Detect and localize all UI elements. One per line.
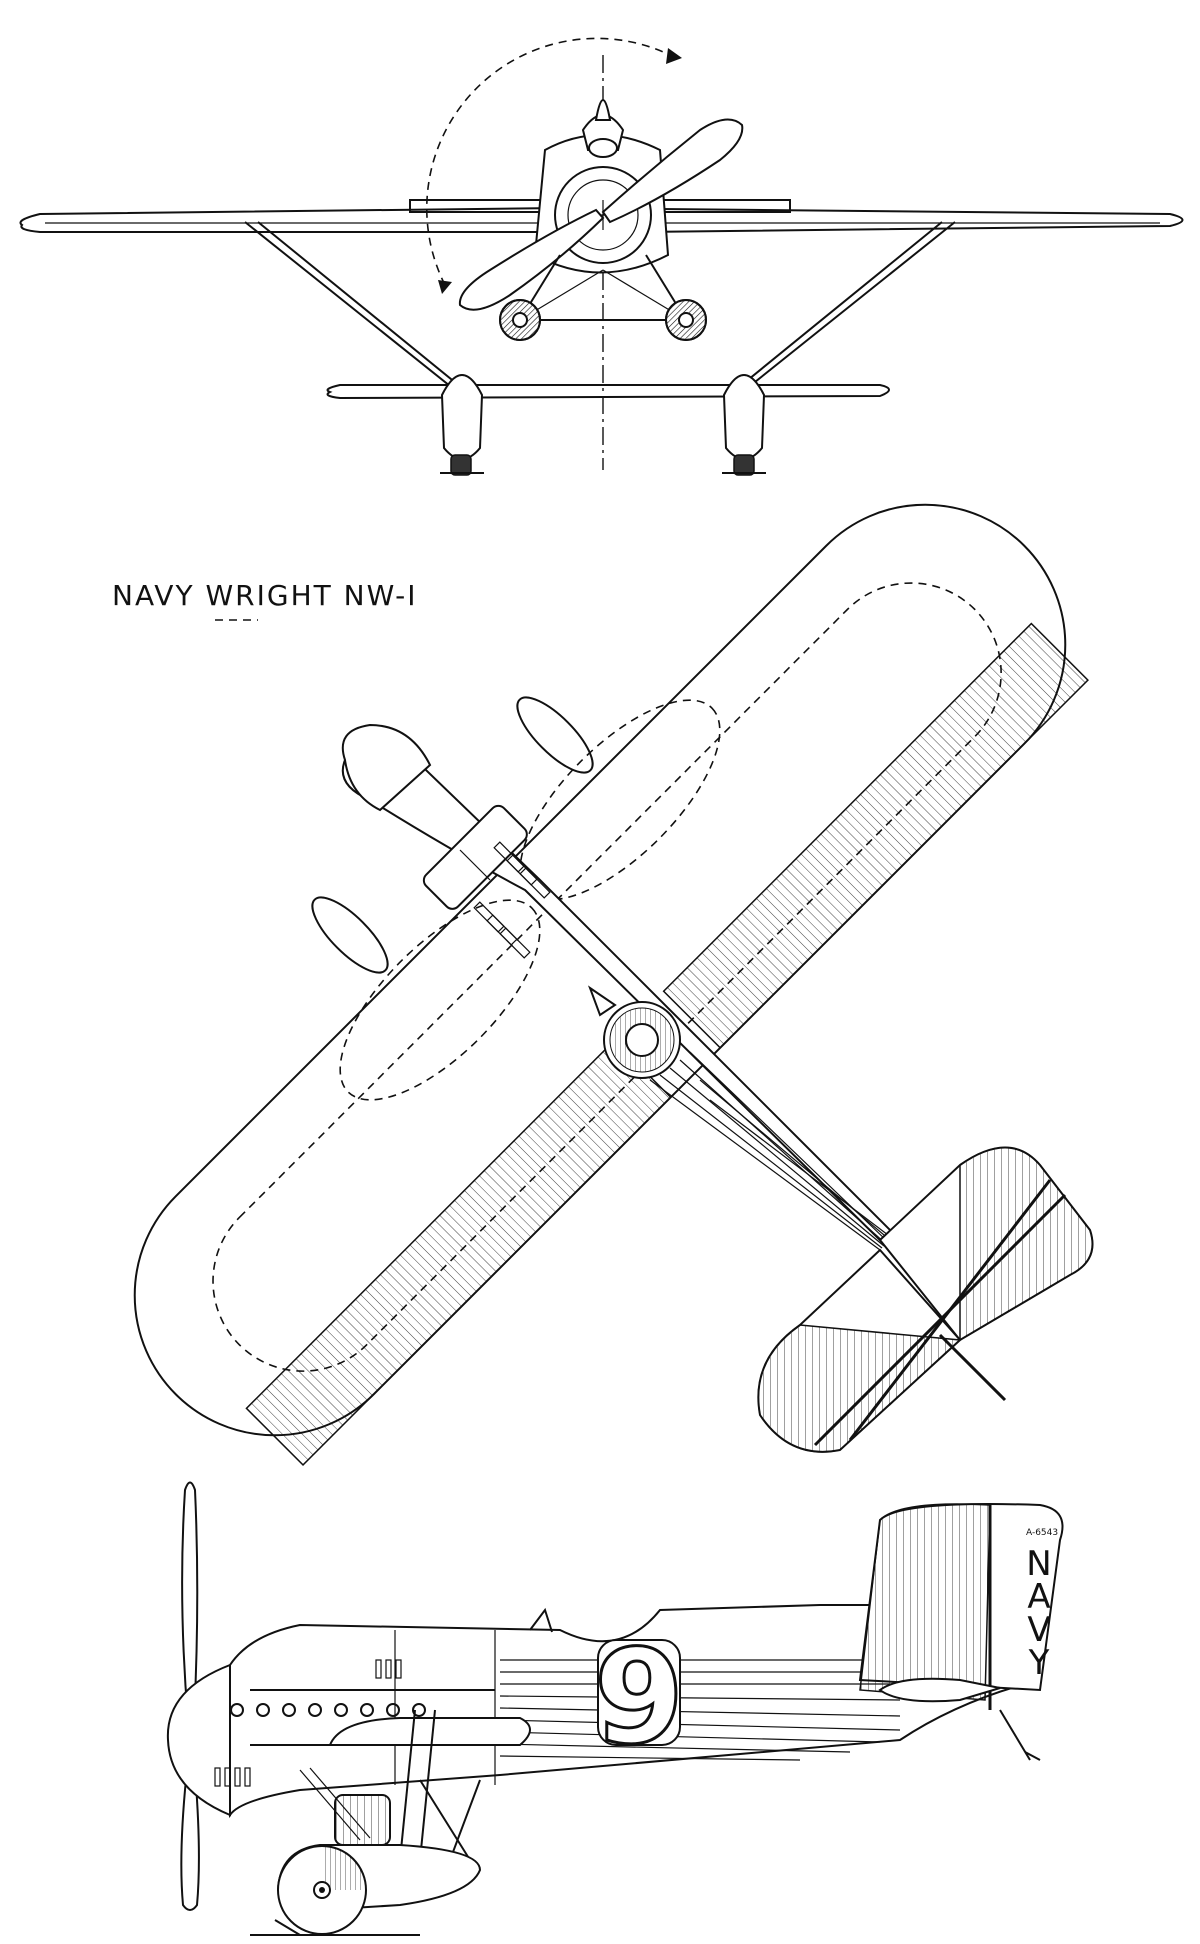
front-upper-wing [19,206,1184,233]
plan-view [133,503,1094,1467]
tail-letter-v: V [1027,1610,1052,1650]
side-tail-navy-letters: N A V Y [1026,1544,1053,1683]
side-race-number: 9 [594,1621,684,1773]
side-horizontal-stabilizer [878,1677,1001,1703]
side-lower-wing [328,1717,531,1746]
drawing-title: NAVY WRIGHT NW-I [112,579,417,612]
front-propeller-upper-blade [601,118,744,224]
plan-exhaust-vents [473,841,551,959]
side-tail-serial: A-6543 [1026,1528,1058,1538]
tail-letter-n: N [1026,1544,1053,1584]
plan-engine-nose [341,723,432,812]
front-view [19,37,1184,476]
propeller-rotation-arc [426,37,671,286]
tail-letter-a: A [1027,1577,1052,1617]
tail-letter-y: Y [1028,1643,1052,1683]
side-propeller-upper-blade [181,1481,199,1721]
front-right-float [722,374,766,460]
side-fuselage-hatching [499,1659,901,1761]
front-left-float [440,374,484,460]
side-cowl-louvers [214,1659,402,1787]
side-view: 9 [166,1481,1064,1936]
side-propeller-lower-blade [180,1759,200,1911]
side-spinner [166,1663,231,1817]
front-propeller-lower-blade [458,208,605,311]
side-engine-radiator [334,1794,391,1846]
plan-cockpit-opening [422,804,528,910]
plan-fuselage-stringers [649,1051,893,1251]
side-exhaust-ports [230,1703,426,1717]
front-lower-wing [326,384,890,400]
